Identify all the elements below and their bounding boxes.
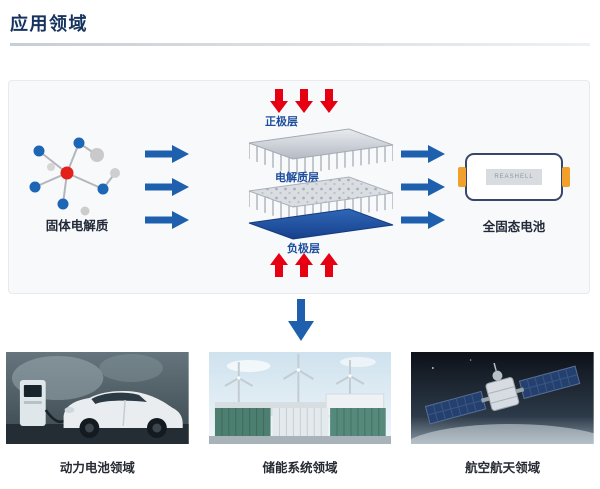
flow-arrows-right — [401, 145, 445, 229]
down-arrow-icon — [288, 299, 314, 341]
electrolyte-layer-label: 电解质层 — [275, 170, 319, 184]
application-cards: 动力电池领域 — [0, 352, 600, 476]
app-card-power-battery: 动力电池领域 — [6, 352, 189, 476]
ev-charging-image — [6, 352, 189, 444]
right-arrow-icon — [145, 211, 189, 229]
app-card-aerospace: 航空航天领域 — [411, 352, 595, 476]
title-divider — [10, 43, 590, 46]
aerospace-label: 航空航天领域 — [465, 461, 541, 475]
red-arrows-up-icon — [270, 253, 338, 277]
negative-layer-label: 负极层 — [287, 241, 320, 255]
right-arrow-icon — [401, 178, 445, 196]
process-diagram: 固体电解质 — [8, 80, 590, 294]
molecule-icon — [29, 137, 120, 216]
right-arrow-icon — [401, 145, 445, 163]
battery-layer-stack: 正极层 电解质层 负极层 — [248, 89, 394, 277]
power-battery-label: 动力电池领域 — [59, 461, 135, 475]
solid-electrolyte-label: 固体电解质 — [45, 219, 109, 233]
battery-terminal-left — [458, 167, 466, 187]
battery-terminal-right — [562, 167, 570, 187]
battery-brand-plate: REASHELL — [486, 169, 542, 185]
satellite-image — [411, 352, 595, 444]
right-arrow-icon — [145, 178, 189, 196]
app-card-energy-storage: 储能系统领域 — [208, 352, 392, 476]
battery-icon: REASHELL — [458, 153, 570, 201]
energy-storage-image — [208, 352, 392, 444]
positive-layer-label: 正极层 — [265, 114, 298, 128]
all-solid-state-battery-label: 全固态电池 — [482, 220, 546, 234]
battery-result: REASHELL 全固态电池 — [458, 153, 570, 235]
right-arrow-icon — [401, 211, 445, 229]
red-arrows-down-icon — [270, 89, 338, 113]
page-title: 应用领域 — [10, 14, 88, 34]
right-arrow-icon — [145, 145, 189, 163]
flow-arrows-left — [145, 145, 189, 229]
energy-storage-label: 储能系统领域 — [262, 461, 338, 475]
